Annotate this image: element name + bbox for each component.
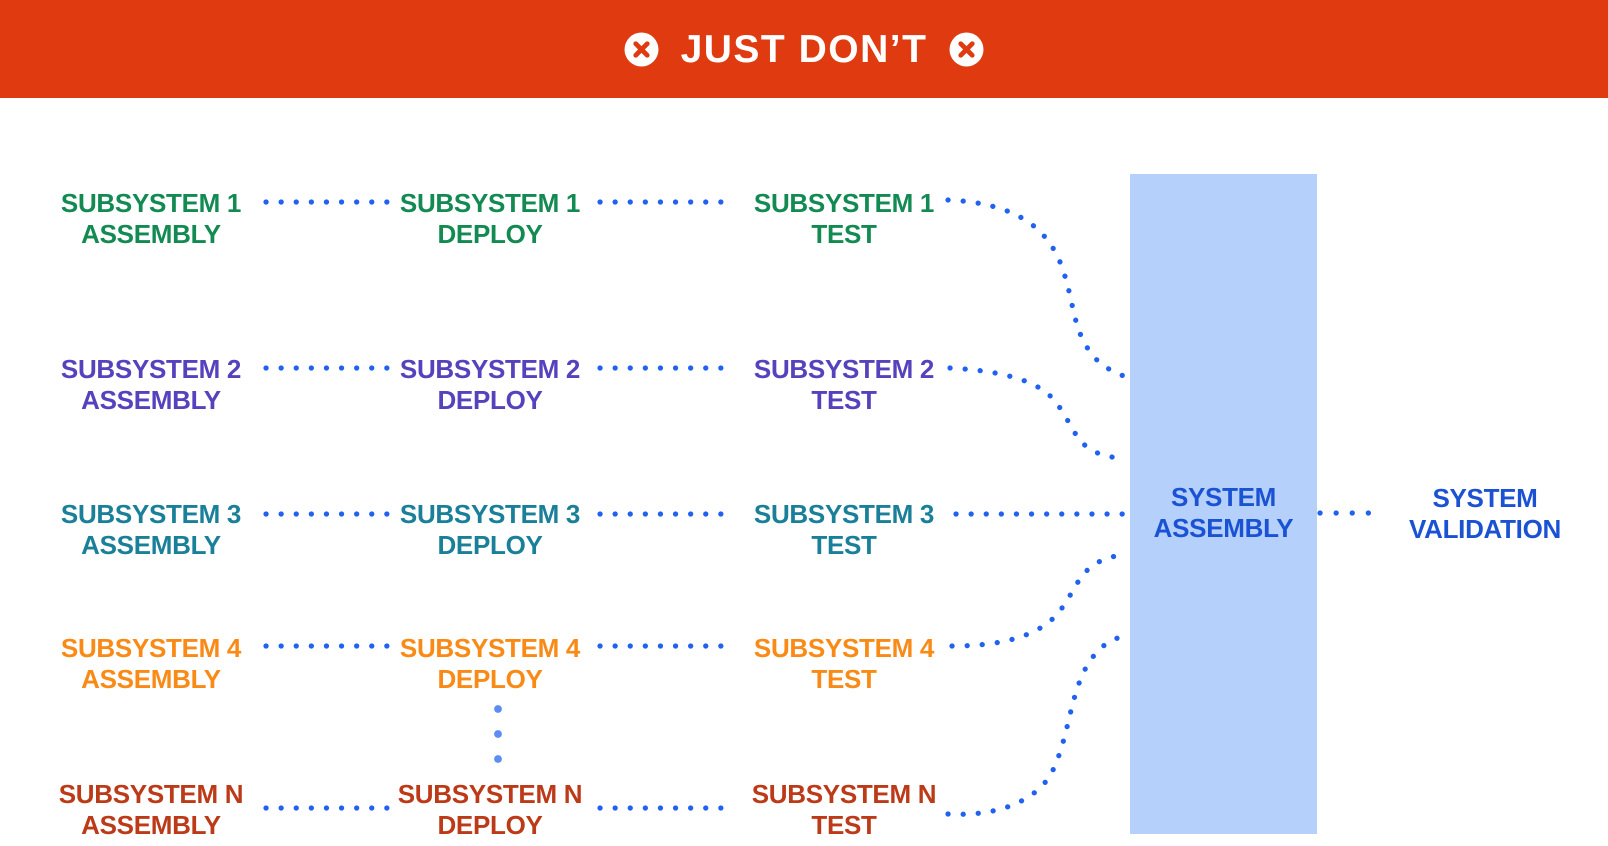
subsystem-4-assembly-label: SUBSYSTEM 4 ASSEMBLY xyxy=(60,633,242,694)
subsystem-2-deploy-label: SUBSYSTEM 2 DEPLOY xyxy=(399,354,581,415)
subsystem-n-assembly-label: SUBSYSTEM N ASSEMBLY xyxy=(58,779,244,840)
warning-banner: JUST DON’T xyxy=(0,0,1608,98)
vertical-ellipsis-dots xyxy=(494,705,502,763)
subsystem-2-assembly-label: SUBSYSTEM 2 ASSEMBLY xyxy=(60,354,242,415)
system-assembly-label: SYSTEM ASSEMBLY xyxy=(1153,482,1294,543)
subsystem-1-test-label: SUBSYSTEM 1 TEST xyxy=(753,188,935,249)
no-cross-icon xyxy=(949,32,984,66)
connector-s1-test-to-system-assembly xyxy=(945,197,1132,381)
system-assembly-box xyxy=(1130,174,1317,834)
connector-sn-test-to-system-assembly xyxy=(945,633,1130,817)
subsystem-4-deploy-label: SUBSYSTEM 4 DEPLOY xyxy=(399,633,581,694)
subsystem-3-test-label: SUBSYSTEM 3 TEST xyxy=(753,499,935,560)
banner-title: JUST DON’T xyxy=(680,27,928,71)
subsystem-3-assembly-label: SUBSYSTEM 3 ASSEMBLY xyxy=(60,499,242,560)
subsystem-2-test-label: SUBSYSTEM 2 TEST xyxy=(753,354,935,415)
system-validation-label: SYSTEM VALIDATION xyxy=(1408,483,1562,544)
subsystem-1-assembly-label: SUBSYSTEM 1 ASSEMBLY xyxy=(60,188,242,249)
subsystem-n-test-label: SUBSYSTEM N TEST xyxy=(751,779,937,840)
subsystem-1-deploy-label: SUBSYSTEM 1 DEPLOY xyxy=(399,188,581,249)
no-cross-icon xyxy=(624,32,659,66)
subsystem-3-deploy-label: SUBSYSTEM 3 DEPLOY xyxy=(399,499,581,560)
subsystem-4-test-label: SUBSYSTEM 4 TEST xyxy=(753,633,935,694)
connector-s4-test-to-system-assembly xyxy=(949,552,1128,649)
subsystem-n-deploy-label: SUBSYSTEM N DEPLOY xyxy=(397,779,583,840)
